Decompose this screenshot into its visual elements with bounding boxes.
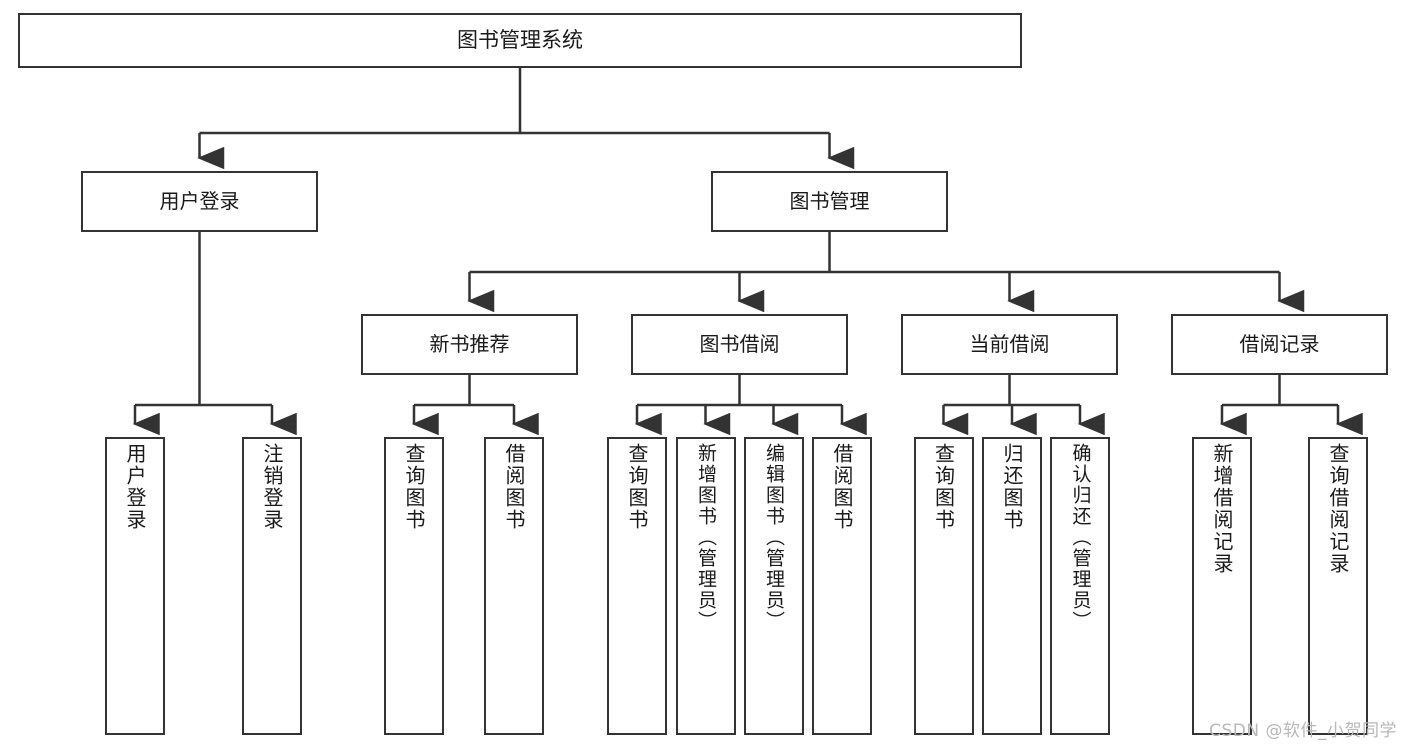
node-label: 用户登录	[159, 188, 240, 213]
node-label: 新书推荐	[429, 331, 510, 356]
leaf-confirm-return-admin[interactable]: 确认归还（管理员）	[1050, 437, 1110, 735]
node-label: 图书借阅	[699, 331, 780, 356]
node-book-management-system[interactable]: 图书管理系统	[18, 13, 1022, 68]
node-label: 编辑图书（管理员）	[763, 443, 785, 632]
leaf-query-books-recommendation[interactable]: 查询图书	[384, 437, 444, 735]
node-new-book-recommendation[interactable]: 新书推荐	[361, 314, 578, 375]
node-current-borrowing[interactable]: 当前借阅	[901, 314, 1118, 375]
node-label: 归还图书	[1000, 443, 1024, 531]
node-label: 图书管理系统	[457, 28, 583, 53]
node-book-management[interactable]: 图书管理	[711, 171, 948, 232]
node-label: 查询借阅记录	[1326, 443, 1350, 575]
leaf-query-borrowing-record[interactable]: 查询借阅记录	[1308, 437, 1368, 735]
node-label: 注销登录	[260, 443, 284, 531]
leaf-add-book-admin[interactable]: 新增图书（管理员）	[675, 437, 736, 735]
node-book-borrowing[interactable]: 图书借阅	[631, 314, 848, 375]
node-label: 借阅记录	[1239, 331, 1320, 356]
leaf-borrow-books-borrowing[interactable]: 借阅图书	[812, 437, 872, 735]
leaf-query-books-borrowing[interactable]: 查询图书	[607, 437, 667, 735]
node-user-login[interactable]: 用户登录	[81, 171, 318, 232]
leaf-add-borrowing-record[interactable]: 新增借阅记录	[1192, 437, 1252, 735]
node-label: 查询图书	[625, 443, 649, 531]
node-label: 查询图书	[931, 443, 956, 531]
leaf-return-books[interactable]: 归还图书	[982, 437, 1042, 735]
node-label: 新增借阅记录	[1210, 443, 1234, 575]
watermark-text: CSDN @软件_小贺同学	[1209, 721, 1397, 741]
node-label: 用户登录	[123, 443, 147, 531]
node-label: 当前借阅	[969, 331, 1050, 356]
node-label: 借阅图书	[502, 443, 526, 531]
node-borrowing-records[interactable]: 借阅记录	[1171, 314, 1388, 375]
node-label: 新增图书（管理员）	[695, 443, 717, 632]
leaf-edit-book-admin[interactable]: 编辑图书（管理员）	[743, 437, 804, 735]
leaf-logout[interactable]: 注销登录	[242, 437, 302, 735]
leaf-query-books-current[interactable]: 查询图书	[913, 437, 974, 735]
node-label: 确认归还（管理员）	[1069, 443, 1092, 632]
leaf-user-login[interactable]: 用户登录	[105, 437, 165, 735]
node-label: 图书管理	[789, 188, 870, 213]
node-label: 查询图书	[402, 443, 426, 531]
leaf-borrow-books-recommendation[interactable]: 借阅图书	[484, 437, 544, 735]
node-label: 借阅图书	[830, 443, 854, 531]
